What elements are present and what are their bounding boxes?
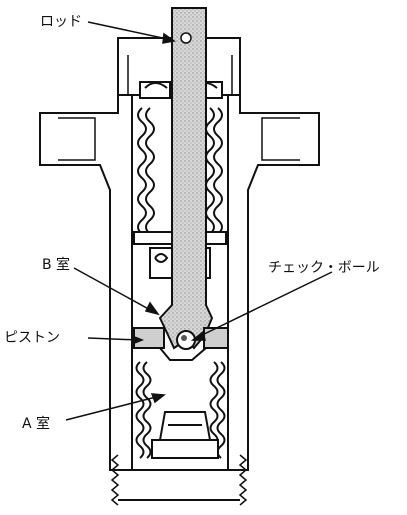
chamber-b-arrowhead xyxy=(144,301,160,316)
check-ball-leader xyxy=(195,271,333,339)
rod-pin-hole xyxy=(180,32,192,44)
chamber-b-leader xyxy=(73,267,155,313)
rod-leader xyxy=(87,21,173,41)
piston-leader xyxy=(87,337,139,341)
chamber-a-arrowhead xyxy=(150,393,166,404)
thread-left xyxy=(110,454,120,506)
chamber-a-leader xyxy=(65,395,161,421)
leader-lines xyxy=(65,21,333,421)
check-ball-highlight xyxy=(181,335,187,341)
rod xyxy=(158,7,214,350)
rod-arrowhead xyxy=(162,32,176,44)
check-ball-label: チェック・ボール xyxy=(268,260,380,276)
bottom-plunger xyxy=(151,411,219,459)
piston xyxy=(133,327,229,361)
rod-label: ロッド xyxy=(40,14,82,30)
chamber-b-label: B 室 xyxy=(42,256,70,273)
piston-label: ピストン xyxy=(4,330,60,346)
chamber-a-label: A 室 xyxy=(22,415,50,432)
thread-right xyxy=(238,454,248,506)
check-ball-arrowhead xyxy=(190,330,206,341)
piston-arrowhead xyxy=(131,334,145,346)
